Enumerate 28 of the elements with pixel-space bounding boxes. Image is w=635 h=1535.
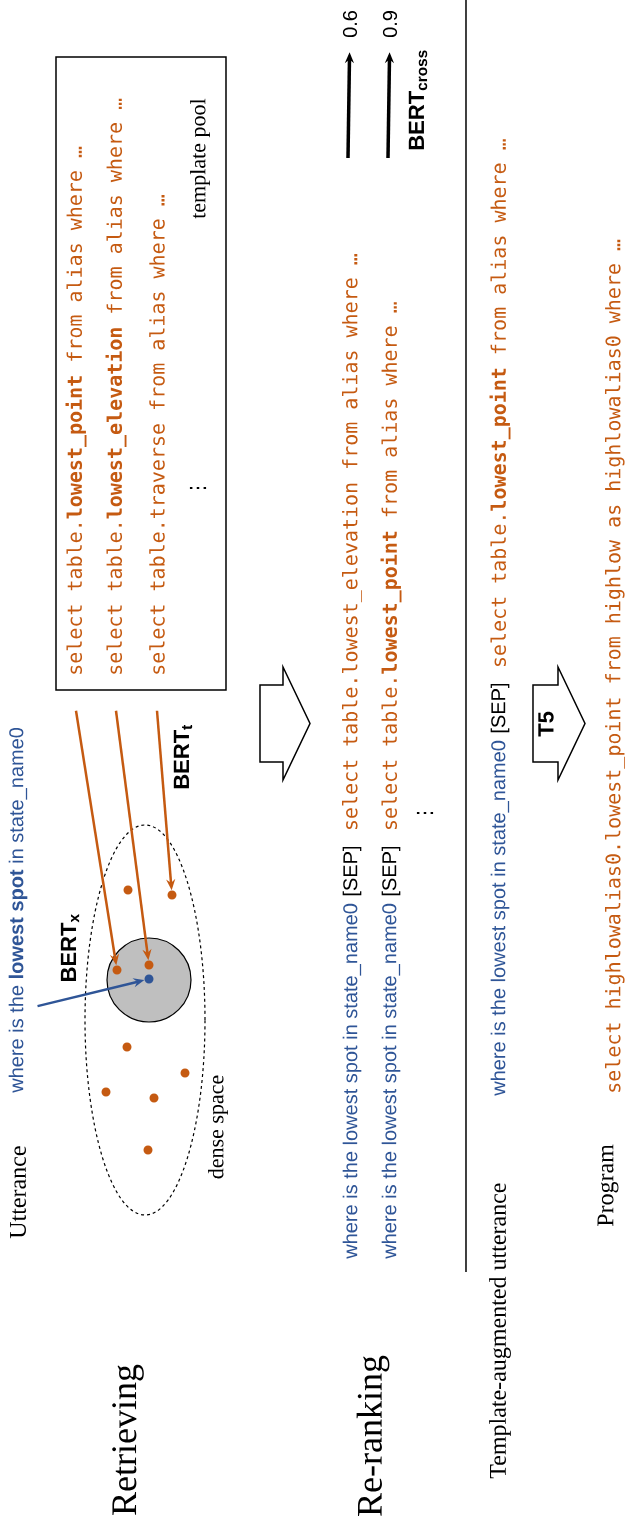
template-code-line: select table.traverse from alias where … bbox=[149, 195, 165, 674]
utterance-text: where is the lowest spot in state_name0 bbox=[8, 727, 28, 1093]
stage-title: Retrieving bbox=[112, 1364, 144, 1515]
row-heading: Utterance bbox=[10, 1146, 26, 1239]
score: 0.9 bbox=[382, 11, 398, 38]
neighborhood-circle bbox=[106, 937, 192, 1023]
ellipsis: ⋮ bbox=[416, 811, 434, 814]
separator-token: [SEP] bbox=[490, 683, 510, 733]
stage-title: Re-ranking bbox=[356, 1355, 390, 1516]
utterance-text: where is the lowest spot in state_name0 bbox=[342, 903, 362, 1259]
edge-label: BERT$_{x}$ bbox=[60, 914, 80, 981]
template-code-line: select table.lowest_elevation from alias where … bbox=[105, 98, 127, 674]
sql-text: select highlowalias0.lowest_point from highlow as highlowalias0 where … bbox=[605, 239, 625, 1092]
sql-text: select table.lowest_point from alias where … bbox=[380, 302, 402, 830]
score: 0.6 bbox=[342, 10, 358, 38]
utterance-text: where is the lowest spot in state_name0 bbox=[490, 740, 510, 1096]
node-label: dense space bbox=[208, 1075, 228, 1179]
separator-token: [SEP] bbox=[342, 846, 362, 896]
template-code-line: select table.lowest_point from alias where … bbox=[65, 146, 87, 674]
edge-label: BERT$_{cross}$ bbox=[408, 50, 428, 150]
edge-label: BERT$_{t}$ bbox=[173, 724, 193, 789]
sql-text: select table.lowest_elevation from alias where … bbox=[342, 254, 362, 830]
sql-text: select table.lowest_point from alias where … bbox=[489, 139, 511, 667]
utterance-text: where is the lowest spot in state_name0 bbox=[381, 903, 401, 1259]
row-heading: Template-augmented utterance bbox=[489, 1183, 511, 1479]
separator-token: [SEP] bbox=[381, 846, 401, 896]
row-heading: Program bbox=[597, 1144, 619, 1227]
model-label: T5 bbox=[538, 711, 554, 737]
